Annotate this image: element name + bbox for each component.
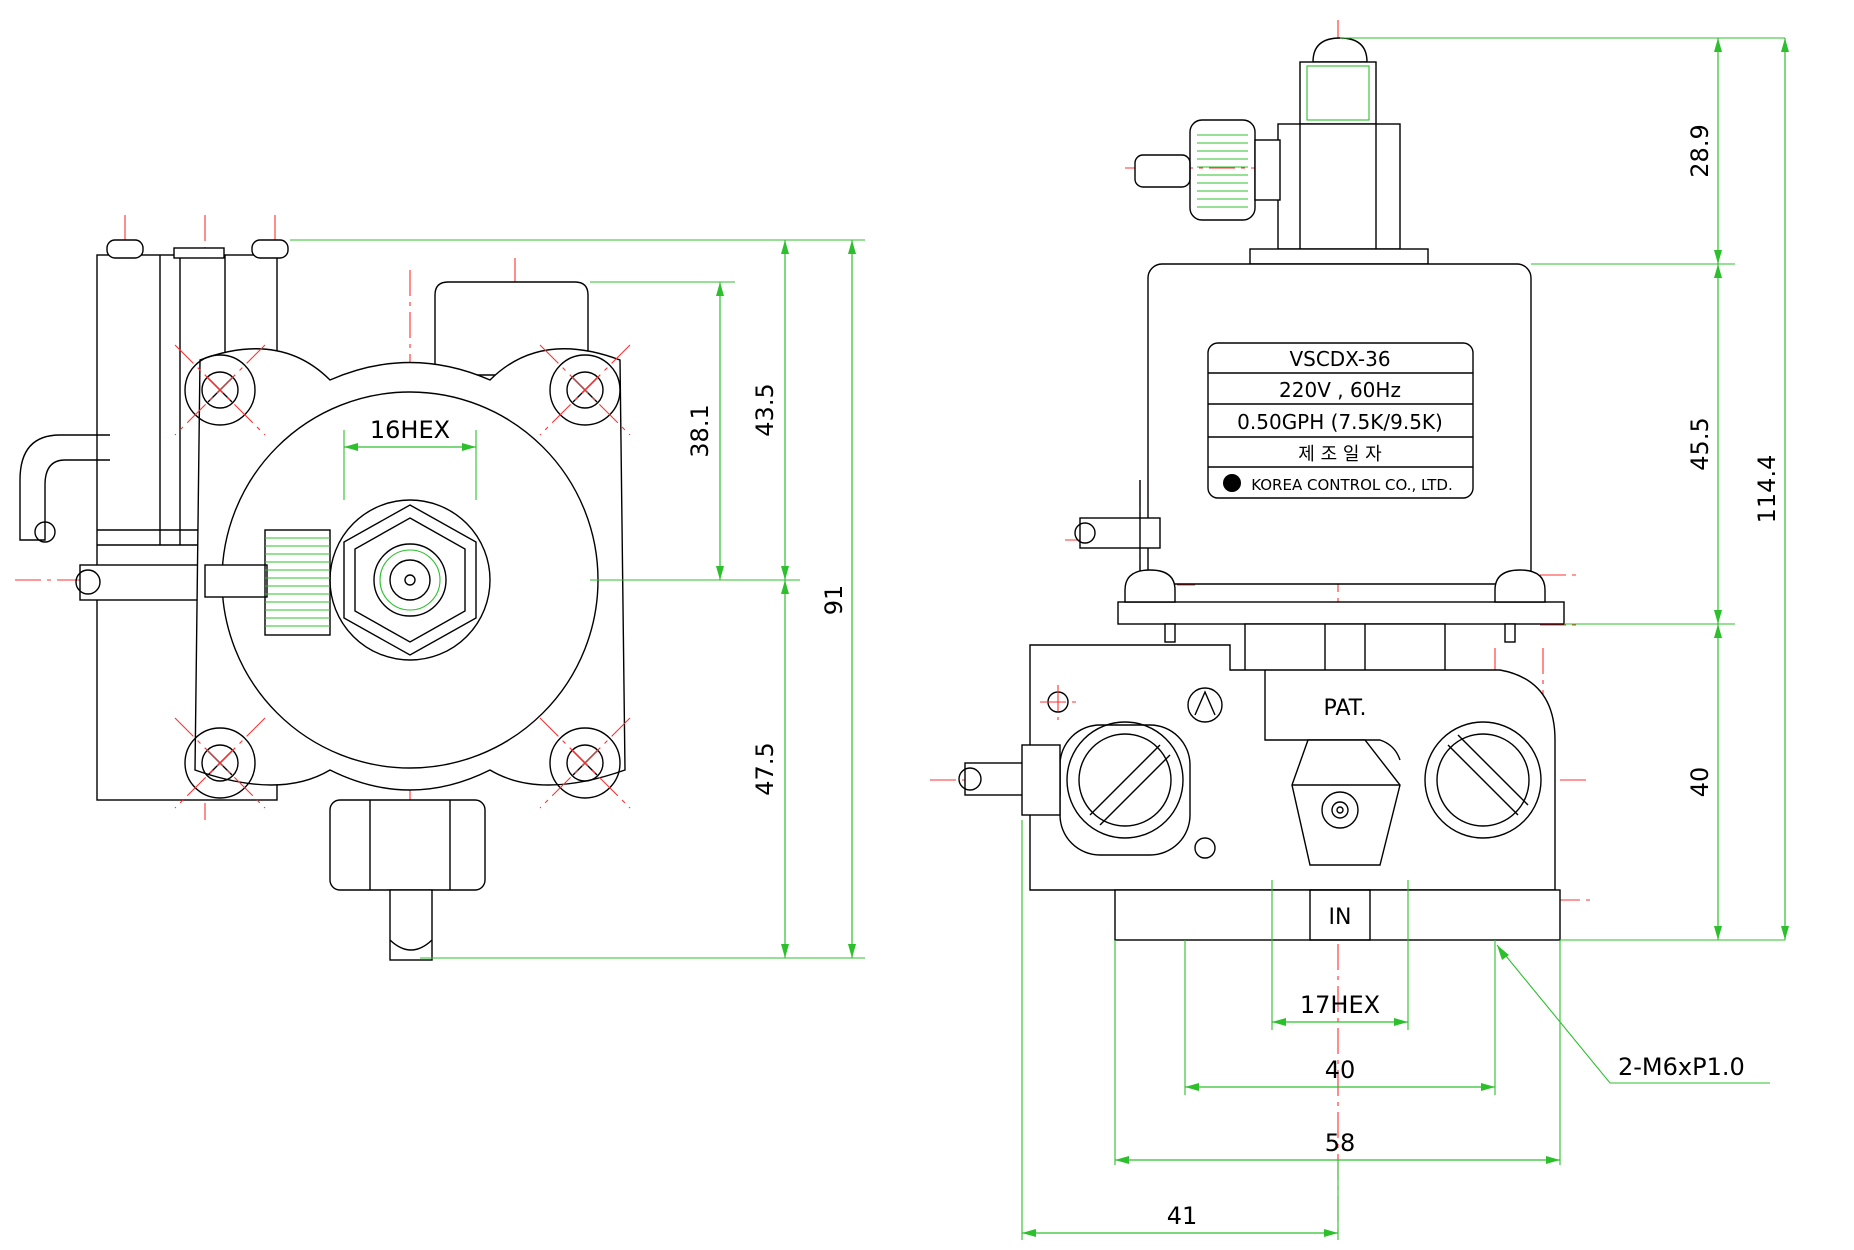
dim-28-9: 28.9: [1686, 124, 1714, 177]
right-side-wire: [1079, 517, 1161, 549]
nameplate-maker: KOREA CONTROL CO., LTD.: [1251, 476, 1453, 494]
hex-nut-16: [343, 504, 477, 656]
port-cap-right: [1424, 721, 1542, 839]
coil-stem: [1277, 123, 1401, 250]
top-fitting: [1299, 61, 1377, 125]
side-pipe: [79, 564, 216, 601]
in-port-label: IN: [1329, 905, 1352, 930]
right-knob-shaft: [1134, 154, 1191, 188]
nameplate-flow: 0.50GPH (7.5K/9.5K): [1237, 410, 1443, 434]
knurled-knob: [264, 529, 331, 636]
cast-arrow-mark: [1187, 687, 1223, 723]
dim-40-horizontal: 40: [1325, 1056, 1356, 1084]
solenoid-coil-housing: [1147, 263, 1532, 585]
port-cap-left: [1059, 721, 1191, 856]
dim-47-5: 47.5: [751, 742, 779, 795]
nameplate-power: 220V , 60Hz: [1279, 378, 1401, 402]
dim-38-1: 38.1: [686, 404, 714, 457]
dim-40-vertical: 40: [1686, 767, 1714, 798]
bolt-cap-2: [251, 239, 289, 259]
plate-screw-left: [1124, 569, 1176, 603]
nameplate: VSCDX-36 220V , 60Hz 0.50GPH (7.5K/9.5K)…: [1207, 342, 1474, 499]
knob-shaft: [204, 564, 268, 598]
left-hex-label: 16HEX: [370, 416, 450, 444]
dim-114-4: 114.4: [1753, 455, 1781, 524]
nameplate-date-label: 제 조 일 자: [1298, 444, 1382, 465]
thread-leader: [1496, 944, 1770, 1084]
dim-41: 41: [1167, 1202, 1198, 1230]
pump-base: [1114, 889, 1561, 941]
dim-91: 91: [820, 585, 848, 616]
dim-43-5: 43.5: [751, 383, 779, 436]
bottom-fitting-hex: [329, 799, 486, 891]
right-view: VSCDX-36 220V , 60Hz 0.50GPH (7.5K/9.5K)…: [930, 20, 1789, 1240]
nameplate-model: VSCDX-36: [1289, 347, 1390, 371]
left-view: 16HEX 38.1 43.5 47.5 91: [15, 215, 865, 961]
hook-pipe: [19, 434, 110, 541]
top-dome-cap: [1312, 37, 1368, 63]
bottom-nipple: [389, 889, 433, 961]
right-hex-label: 17HEX: [1300, 991, 1380, 1019]
dim-58: 58: [1325, 1129, 1356, 1157]
plate-screw-right: [1494, 569, 1546, 603]
maker-logo-icon: [1223, 474, 1241, 492]
bolt-cap-1: [106, 239, 144, 259]
dim-45-5: 45.5: [1686, 417, 1714, 470]
pat-label: PAT.: [1323, 696, 1366, 721]
thread-callout: 2-M6xP1.0: [1618, 1053, 1745, 1081]
mounting-plate: [1117, 601, 1565, 625]
